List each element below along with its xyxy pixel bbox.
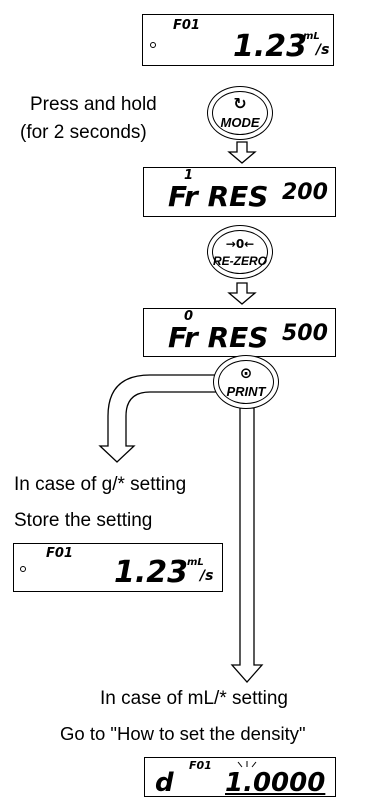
re-zero-button-label: RE-ZERO <box>213 254 267 268</box>
setting-name: Fr RES <box>168 321 269 354</box>
press-hold-text: Press and hold <box>30 94 157 115</box>
function-label: F01 <box>173 18 200 33</box>
go-to-density-text: Go to "How to set the density" <box>60 723 306 744</box>
unit-per-second: /s <box>200 568 214 584</box>
flow-value: 1.23 <box>233 29 308 64</box>
setting-index: 0 <box>184 309 194 324</box>
unit-ml: mL <box>187 557 204 568</box>
function-label: F01 <box>46 546 73 561</box>
press-hold-duration-text: (for 2 seconds) <box>20 122 147 143</box>
print-icon: ⊙ <box>239 364 253 382</box>
blink-marks-icon <box>237 761 257 768</box>
unit-per-second: /s <box>316 42 330 58</box>
print-button-ring <box>218 360 274 404</box>
print-button[interactable]: ⊙ PRINT <box>213 355 279 409</box>
g-setting-case-text: In case of g/* setting <box>14 474 187 495</box>
rotate-icon: ↻ <box>233 94 247 113</box>
setting-index: 1 <box>184 168 194 183</box>
zero-arrows-icon: →0← <box>225 237 255 251</box>
function-label: F01 <box>189 759 212 772</box>
mode-button[interactable]: ↻ MODE <box>207 86 273 140</box>
stable-indicator <box>150 42 156 48</box>
density-value: 1.0000 <box>225 768 326 798</box>
lcd-display-setting-0: 0 Fr RES 500 <box>143 308 336 357</box>
flow-value: 1.23 <box>114 555 189 590</box>
setting-name: Fr RES <box>168 180 269 213</box>
down-arrow-icon <box>227 141 257 164</box>
unit-ml: mL <box>303 31 320 42</box>
down-arrow-icon <box>227 282 257 305</box>
ml-setting-case-text: In case of mL/* setting <box>100 688 288 709</box>
mode-button-ring <box>212 91 268 135</box>
stable-indicator <box>20 566 26 572</box>
setting-value: 200 <box>282 180 328 205</box>
re-zero-button[interactable]: →0← RE-ZERO <box>207 225 273 279</box>
lcd-display-stored: F01 1.23 mL /s <box>13 543 223 592</box>
lcd-display-setting-1: 1 Fr RES 200 <box>143 167 336 217</box>
setting-value: 500 <box>282 321 328 346</box>
print-button-label: PRINT <box>226 384 266 399</box>
lcd-display-density: F01 d 1.0000 <box>144 757 336 798</box>
store-setting-text: Store the setting <box>14 510 153 531</box>
mode-button-label: MODE <box>220 115 260 130</box>
re-zero-button-ring <box>212 230 268 274</box>
lcd-display-initial: F01 1.23 mL /s <box>142 14 334 66</box>
density-prefix: d <box>155 768 174 798</box>
